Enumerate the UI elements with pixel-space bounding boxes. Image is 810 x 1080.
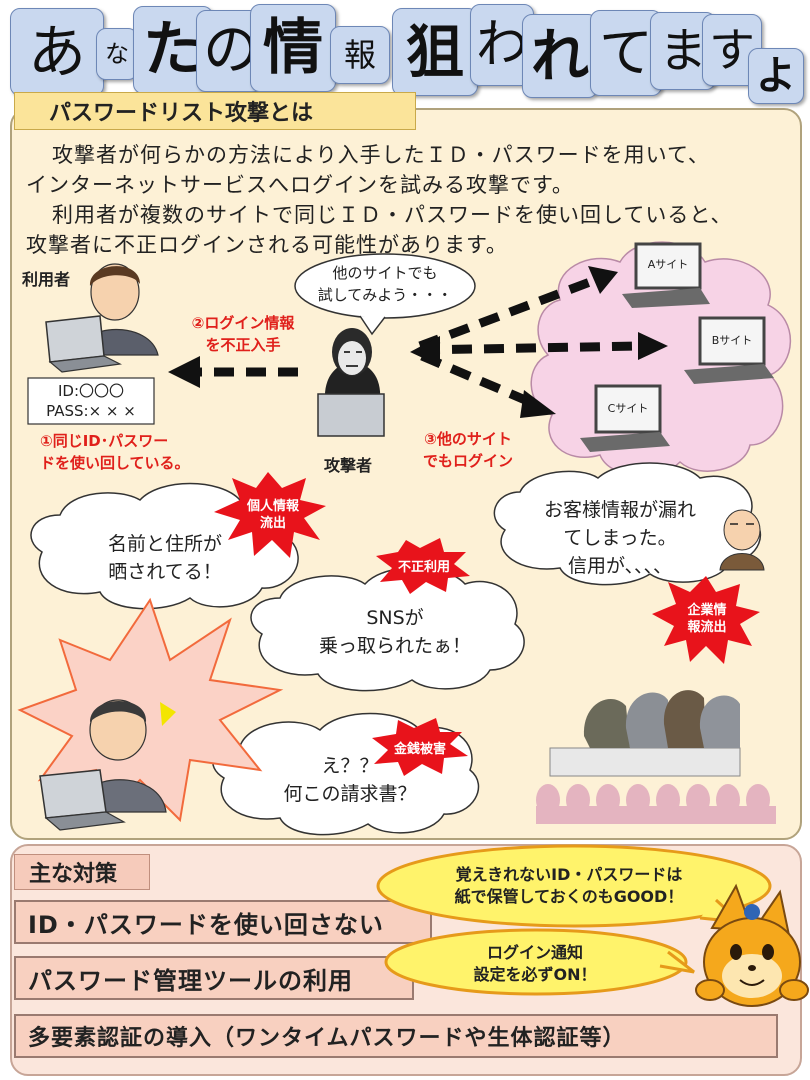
step1-line: ドを使い回している。 — [40, 454, 190, 472]
step3-label: ③他のサイト でもログイン — [398, 428, 538, 472]
thought-line: 試してみよう・・・ — [317, 286, 453, 304]
step3-line: でもログイン — [422, 452, 513, 470]
measure-item: 多要素認証の導入（ワンタイムパスワードや生体認証等） — [14, 1014, 778, 1058]
title-char-tile: あ — [10, 8, 104, 96]
user-label: 利用者 — [22, 270, 71, 289]
step2-label: ②ログイン情報 を不正入手 — [168, 312, 318, 356]
cloud-line: お客様情報が漏れ — [543, 499, 696, 521]
section-heading: パスワードリスト攻撃とは — [14, 92, 416, 130]
tip-text-1: 覚えきれないID・パスワードは 紙で保管しておくのもGOOD！ — [404, 864, 734, 908]
burst-personal-label: 個人情報 流出 — [246, 499, 299, 531]
attacker-thought-text: 他のサイトでも 試してみよう・・・ — [300, 262, 470, 306]
cloud-bill-text: え？？ 何この請求書？ — [250, 752, 450, 808]
worried-manager — [719, 509, 765, 571]
cloud-sns-text: SNSが 乗っ取られたぁ！ — [290, 604, 500, 660]
step3-line: ③他のサイト — [424, 430, 512, 448]
measure-item: パスワード管理ツールの利用 — [14, 956, 414, 1000]
burst-money-label: 金銭被害 — [393, 742, 446, 757]
tip-line: 設定を必ずON！ — [473, 965, 597, 984]
credentials-box — [27, 377, 155, 425]
title-char-tile: よ — [748, 48, 804, 104]
tip-line: 覚えきれないID・パスワードは — [455, 865, 683, 884]
cloud-line: SNSが — [366, 607, 424, 629]
intro-line: インターネットサービスへログインを試みる攻撃です。 — [26, 173, 574, 197]
user-figure — [45, 263, 159, 373]
site-a-label: Aサイト — [647, 258, 689, 271]
title-char-tile: な — [96, 28, 138, 80]
intro-text: 攻撃者が何らかの方法により入手したＩＤ・パスワードを用いて、 インターネットサー… — [26, 140, 796, 260]
tip-line: 紙で保管しておくのもGOOD！ — [454, 887, 684, 906]
intro-line: 攻撃者に不正ログインされる可能性があります。 — [26, 233, 508, 257]
step2-line: ②ログイン情報 — [191, 314, 295, 332]
measure-item: ID・パスワードを使い回さない — [14, 900, 432, 944]
burst-misuse — [376, 538, 470, 594]
cloud-line: 何この請求書？ — [283, 783, 417, 805]
shock-burst — [17, 597, 284, 823]
cloud-sns — [250, 566, 525, 692]
tip-bubble-2 — [384, 928, 688, 996]
title-char-tile: 狙 — [392, 8, 478, 96]
step1-label: ①同じID･パスワー ドを使い回している。 — [40, 430, 190, 474]
tip-text-2: ログイン通知 設定を必ずON！ — [420, 942, 650, 986]
attacker-label: 攻撃者 — [324, 456, 373, 475]
countermeasures-label: 主な対策 — [14, 854, 150, 890]
burst-personal — [214, 472, 326, 558]
site-laptops — [580, 242, 774, 452]
damage-bursts — [214, 472, 760, 776]
cloud-line: え？？ — [321, 755, 379, 777]
burst-company-label: 企業情 報流出 — [687, 603, 727, 635]
title-char-tile: 情 — [250, 4, 336, 92]
credentials-text: ID:〇〇〇 PASS:× × × — [28, 381, 154, 421]
site-b-label: Bサイト — [711, 334, 753, 347]
mascot — [695, 883, 809, 1007]
cloud-line: 乗っ取られたぁ！ — [318, 635, 471, 657]
site-c-label: Cサイト — [607, 402, 649, 415]
step1-line: ①同じID･パスワー — [40, 432, 169, 450]
distressed-person — [39, 699, 176, 831]
step2-line: を不正入手 — [205, 336, 281, 354]
credential-id: ID:〇〇〇 — [57, 382, 125, 400]
title-char-tile: 報 — [330, 26, 390, 84]
cloud-line: 信用が、、、、 — [567, 555, 673, 577]
intro-line: 攻撃者が何らかの方法により入手したＩＤ・パスワードを用いて、 — [52, 143, 710, 167]
cloud-line: てしまった。 — [563, 527, 677, 549]
burst-misuse-label: 不正利用 — [397, 560, 450, 575]
tip-bubble-1 — [376, 844, 772, 928]
intro-line: 利用者が複数のサイトで同じＩＤ・パスワードを使い回していると、 — [52, 203, 733, 227]
title-char-tile: れ — [522, 14, 598, 98]
cloud-personal-text: 名前と住所が 晒されてる！ — [60, 530, 270, 586]
credential-pass: PASS:× × × — [46, 402, 136, 420]
thought-line: 他のサイトでも — [332, 264, 438, 282]
burst-money — [372, 718, 468, 776]
burst-company — [652, 576, 760, 664]
cloud-line: 晒されてる！ — [108, 561, 222, 583]
cloud-company-text: お客様情報が漏れ てしまった。 信用が、、、、 — [520, 496, 720, 580]
cloud-line: 名前と住所が — [107, 533, 222, 555]
apology-scene — [536, 690, 776, 824]
tip-line: ログイン通知 — [486, 943, 583, 962]
attacker-figure — [317, 328, 385, 437]
